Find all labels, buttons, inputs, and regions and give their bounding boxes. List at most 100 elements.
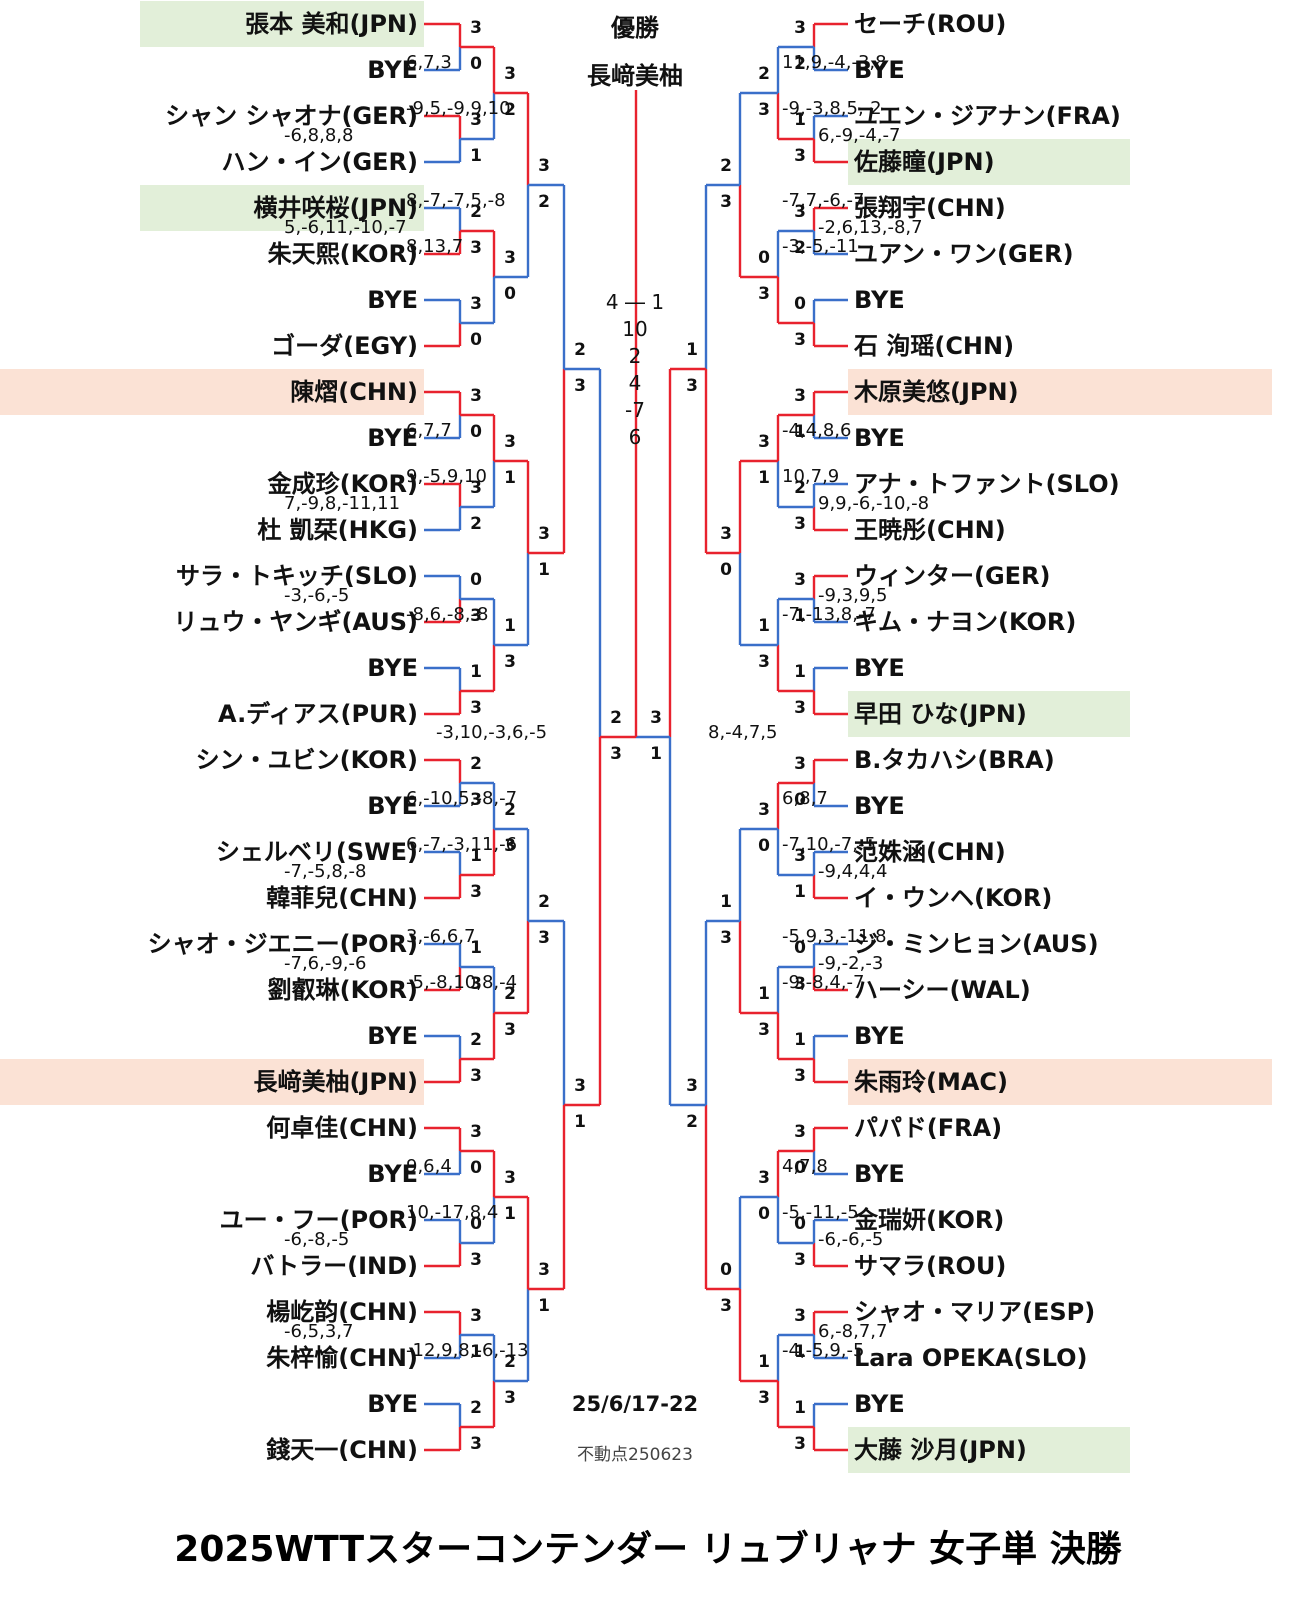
game-scores: -7,10,-7,-5	[782, 834, 876, 855]
set-score: 3	[758, 284, 770, 304]
player-name: シェルベリ(SWE)	[215, 838, 418, 866]
set-score: 2	[720, 156, 732, 176]
game-scores: -9,3,9,5	[818, 585, 888, 606]
set-score: 3	[794, 146, 806, 166]
set-score: 3	[504, 1168, 516, 1188]
game-scores: -7,-13,8,-7	[782, 604, 876, 625]
set-score: 1	[470, 662, 482, 682]
event-dates: 25/6/17-22	[571, 1392, 699, 1416]
set-score: 3	[794, 570, 806, 590]
set-score: 3	[794, 1122, 806, 1142]
game-scores: -9,4,4,4	[818, 861, 888, 882]
game-scores: -9,-8,4,-7	[782, 972, 865, 993]
player-name: ユエン・ジアナン(FRA)	[854, 102, 1121, 130]
set-score: 0	[470, 330, 482, 350]
set-score: 1	[538, 560, 550, 580]
bye-slot: BYE	[367, 1160, 418, 1188]
player-name: シャオ・ジエニー(POR)	[147, 930, 418, 958]
set-score: 2	[686, 1112, 698, 1132]
set-score: 2	[470, 202, 482, 222]
set-score: 3	[794, 754, 806, 774]
final-game-score: -7	[625, 398, 645, 422]
game-scores: -2,6,13,-8,7	[818, 217, 923, 238]
game-scores: -7,6,-9,-6	[284, 953, 367, 974]
set-score: 2	[538, 892, 550, 912]
set-score: 0	[758, 836, 770, 856]
set-score: 3	[650, 708, 662, 728]
set-score: 2	[504, 1352, 516, 1372]
set-score: 3	[758, 100, 770, 120]
set-score: 3	[794, 514, 806, 534]
set-score: 0	[720, 1260, 732, 1280]
game-scores: 11,9,-4,-3,8	[782, 52, 887, 73]
game-scores: -4,4,8,6	[782, 420, 852, 441]
game-scores: -12,9,8,-6,-13	[406, 1340, 529, 1361]
game-scores: 6,7,7	[406, 420, 452, 441]
set-score: 1	[758, 468, 770, 488]
player-name: 錢天一(CHN)	[266, 1436, 418, 1464]
game-scores: 3,-6,6,7	[406, 926, 476, 947]
player-name: 朱天熙(KOR)	[267, 240, 418, 268]
set-score: 3	[794, 202, 806, 222]
set-score: 1	[794, 662, 806, 682]
player-name: 王暁彤(CHN)	[854, 516, 1006, 544]
game-scores: 6,8,7	[782, 788, 828, 809]
set-score: 0	[470, 54, 482, 74]
set-score: 3	[470, 1250, 482, 1270]
final-game-score: 2	[628, 344, 642, 368]
set-score: 3	[720, 524, 732, 544]
player-name: 金成珍(KOR)	[267, 470, 418, 498]
set-score: 3	[794, 18, 806, 38]
player-name: 張本 美和(JPN)	[140, 1, 424, 47]
game-scores: 7,-9,8,-11,11	[284, 493, 401, 514]
set-score: 3	[758, 800, 770, 820]
set-score: 3	[470, 1434, 482, 1454]
set-score: 3	[470, 974, 482, 994]
set-score: 3	[538, 928, 550, 948]
set-score: 3	[538, 156, 550, 176]
game-scores: -3,-6,-5	[284, 585, 350, 606]
set-score: 3	[470, 606, 482, 626]
bye-slot: BYE	[854, 792, 905, 820]
game-scores: 8,-4,7,5	[708, 722, 778, 743]
game-scores: 4,7,8	[782, 1156, 828, 1177]
player-name: 韓菲兒(CHN)	[266, 884, 418, 912]
player-name: セーチ(ROU)	[854, 10, 1007, 38]
set-score: 1	[794, 1398, 806, 1418]
set-score: 0	[470, 1214, 482, 1234]
final-game-score: 4 ― 1	[605, 290, 665, 314]
set-score: 2	[470, 1398, 482, 1418]
set-score: 3	[470, 294, 482, 314]
player-name: シャン シャオナ(GER)	[165, 102, 418, 130]
set-score: 1	[794, 1342, 806, 1362]
set-score: 2	[470, 514, 482, 534]
set-score: 3	[758, 652, 770, 672]
set-score: 3	[504, 432, 516, 452]
footnote: 不動点250623	[577, 1445, 693, 1465]
set-score: 1	[758, 984, 770, 1004]
player-name: 張翔宇(CHN)	[854, 194, 1006, 222]
set-score: 3	[574, 376, 586, 396]
set-score: 3	[470, 1066, 482, 1086]
bye-slot: BYE	[367, 1022, 418, 1050]
game-scores: 5,-6,11,-10,-7	[284, 217, 407, 238]
set-score: 3	[538, 1260, 550, 1280]
set-score: 3	[758, 1020, 770, 1040]
player-name: ユー・フー(POR)	[219, 1206, 418, 1234]
player-name: ユアン・ワン(GER)	[854, 240, 1074, 268]
set-score: 3	[470, 790, 482, 810]
set-score: 1	[470, 938, 482, 958]
set-score: 1	[758, 1352, 770, 1372]
final-game-score: 6	[628, 425, 642, 449]
bye-slot: BYE	[854, 1390, 905, 1418]
set-score: 3	[794, 846, 806, 866]
player-name: 長﨑美柚(JPN)	[0, 1059, 424, 1105]
bye-slot: BYE	[854, 654, 905, 682]
game-scores: -3,10,-3,6,-5	[436, 722, 548, 743]
set-score: 0	[794, 294, 806, 314]
set-score: 1	[504, 616, 516, 636]
bye-slot: BYE	[367, 654, 418, 682]
set-score: 0	[720, 560, 732, 580]
set-score: 3	[504, 652, 516, 672]
